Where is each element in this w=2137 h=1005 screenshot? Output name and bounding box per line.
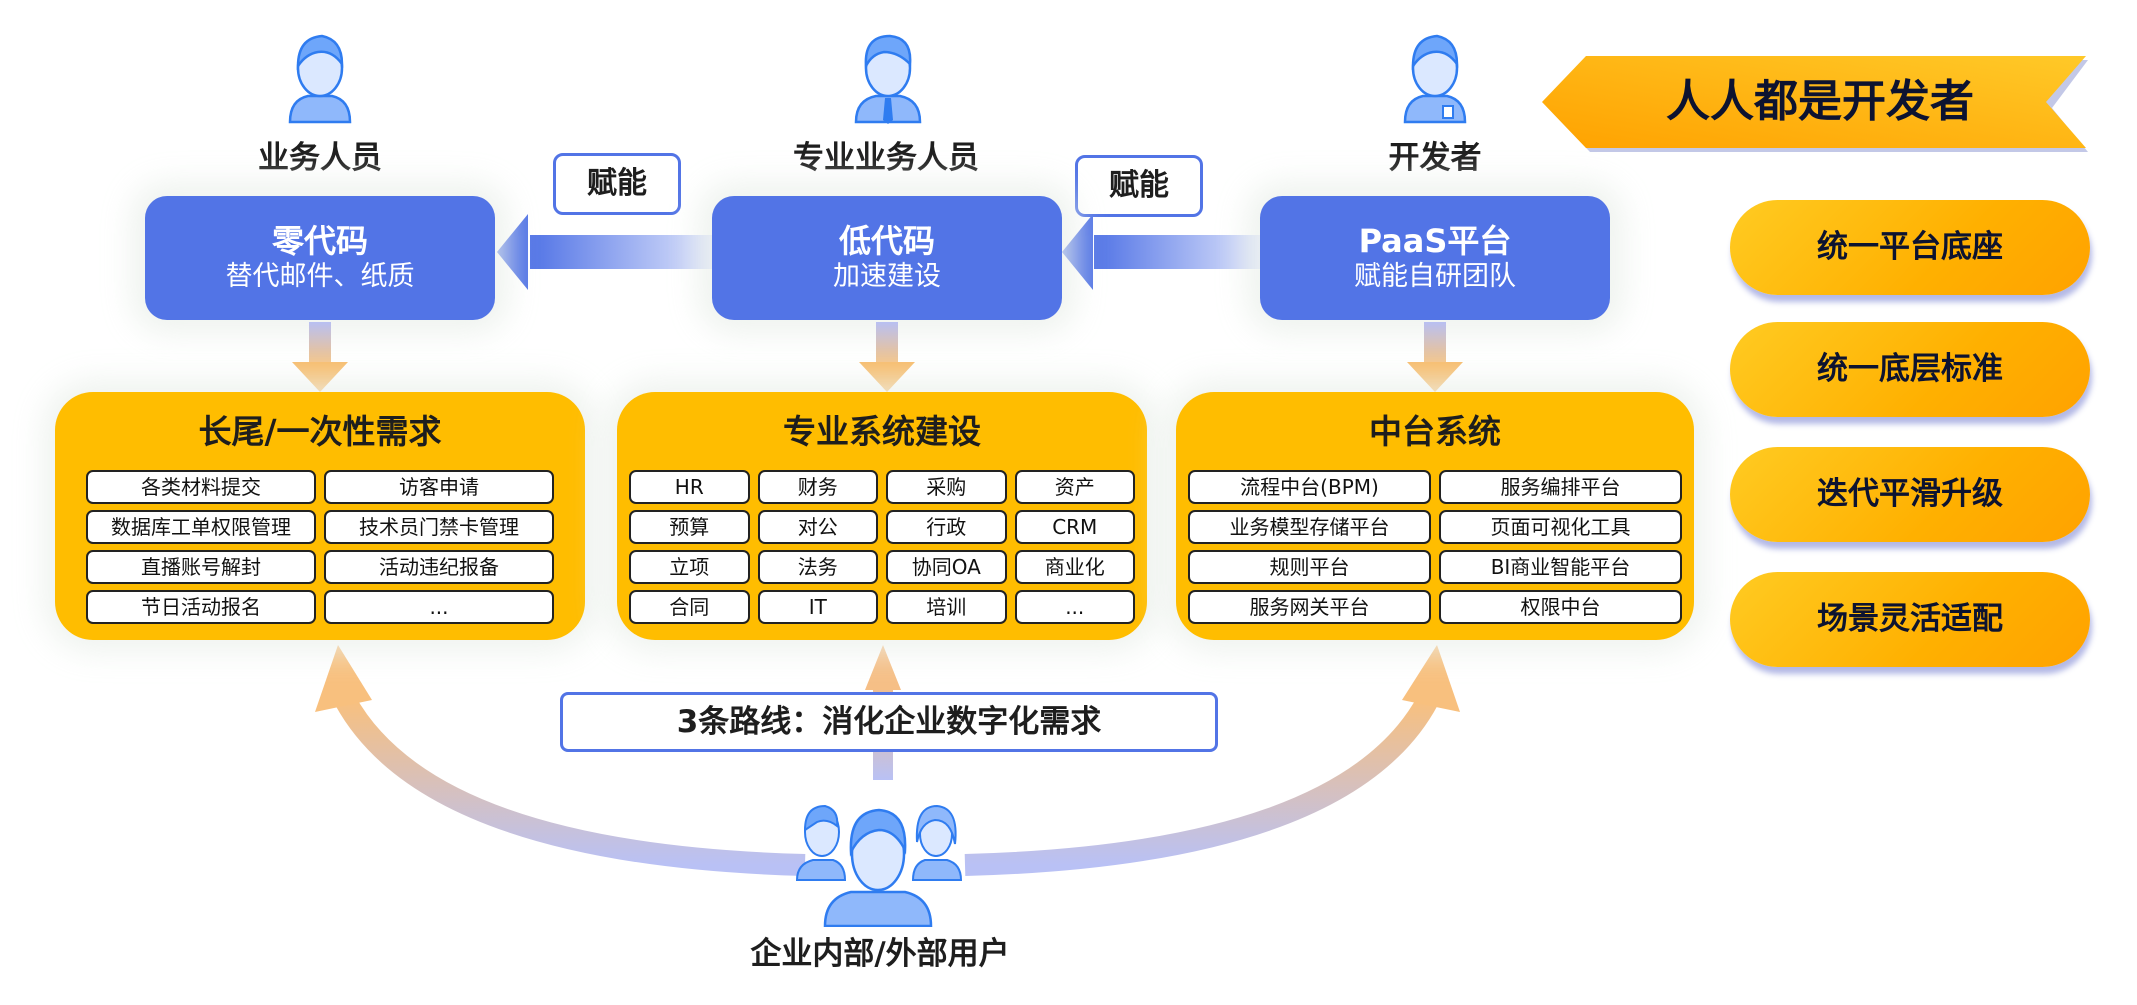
platform-subtitle: 赋能自研团队	[1354, 261, 1516, 292]
scenario-item: 页面可视化工具	[1439, 510, 1682, 544]
empower-arrow-shaft-1	[530, 235, 712, 269]
scenario-item: 预算	[629, 510, 750, 544]
scenario-item: ...	[1014, 590, 1135, 624]
scenario-item: 财务	[757, 470, 878, 504]
professional-person-icon	[854, 34, 922, 124]
scenario-item: 技术员门禁卡管理	[324, 510, 554, 544]
users-label: 企业内部/外部用户	[750, 936, 1010, 972]
banner-ribbon	[1542, 56, 2088, 152]
feature-unified-base: 统一平台底座	[1730, 200, 2090, 295]
down-arrow-1	[292, 322, 348, 392]
empower-label-1: 赋能	[553, 153, 681, 215]
platform-subtitle: 加速建设	[833, 261, 941, 292]
role-label-developer: 开发者	[1388, 140, 1482, 176]
scenario-item: 直播账号解封	[86, 550, 316, 584]
scenario-item: 数据库工单权限管理	[86, 510, 316, 544]
role-label-professional: 专业业务人员	[793, 140, 979, 176]
empower-arrow-shaft-2	[1094, 235, 1260, 269]
platform-low-code: 低代码 加速建设	[712, 196, 1062, 320]
scenario-item: 商业化	[1014, 550, 1135, 584]
platform-subtitle: 替代邮件、纸质	[225, 261, 415, 292]
left-route-arrow	[335, 694, 806, 876]
scenario-item: 采购	[886, 470, 1007, 504]
scenario-item: 协同OA	[886, 550, 1007, 584]
platform-title: 低代码	[838, 222, 935, 260]
users-group	[795, 802, 965, 928]
scenario-item: 节日活动报名	[86, 590, 316, 624]
scenario-item: 规则平台	[1188, 550, 1431, 584]
scenario-title: 专业系统建设	[783, 412, 981, 451]
scenario-item: 服务网关平台	[1188, 590, 1431, 624]
routes-label: 3条路线：消化企业数字化需求	[560, 692, 1218, 752]
scenario-title: 中台系统	[1369, 412, 1501, 451]
empower-arrowhead-2	[1062, 214, 1093, 290]
scenario-item: ...	[324, 590, 554, 624]
platform-title: 零代码	[271, 222, 368, 260]
scenario-item: 各类材料提交	[86, 470, 316, 504]
scenario-item: IT	[757, 590, 878, 624]
scenario-item: 对公	[757, 510, 878, 544]
scenario-item: 服务编排平台	[1439, 470, 1682, 504]
business-person-icon	[288, 34, 352, 124]
scenario-item: 访客申请	[324, 470, 554, 504]
down-arrow-2	[859, 322, 915, 392]
banner: 人人都是开发者	[1540, 52, 2095, 152]
scenario-item: 资产	[1014, 470, 1135, 504]
role-developer	[1385, 30, 1485, 125]
center-route-arrowhead	[865, 645, 901, 690]
scenario-item: CRM	[1014, 510, 1135, 544]
scenario-long-tail: 长尾/一次性需求 各类材料提交访客申请数据库工单权限管理技术员门禁卡管理直播账号…	[55, 392, 585, 640]
role-label-business: 业务人员	[258, 140, 382, 176]
user-group-icon	[795, 804, 963, 928]
scenario-item: BI商业智能平台	[1439, 550, 1682, 584]
down-arrow-3	[1407, 322, 1463, 392]
scenario-item: 培训	[886, 590, 1007, 624]
scenario-item: 流程中台(BPM)	[1188, 470, 1431, 504]
scenario-item: 法务	[757, 550, 878, 584]
feature-smooth-upgrade: 迭代平滑升级	[1730, 447, 2090, 542]
platform-title: PaaS平台	[1358, 222, 1512, 260]
scenario-item: 立项	[629, 550, 750, 584]
scenario-title: 长尾/一次性需求	[198, 412, 442, 451]
scenario-item: 行政	[886, 510, 1007, 544]
right-route-arrow	[964, 694, 1438, 876]
platform-zero-code: 零代码 替代邮件、纸质	[145, 196, 495, 320]
scenario-item: 业务模型存储平台	[1188, 510, 1431, 544]
scenario-item: 活动违纪报备	[324, 550, 554, 584]
role-business	[270, 30, 370, 125]
empower-arrowhead-1	[497, 214, 528, 290]
role-professional	[838, 30, 938, 125]
left-route-arrowhead	[315, 645, 372, 712]
empower-label-2: 赋能	[1075, 155, 1203, 217]
scenario-item: 权限中台	[1439, 590, 1682, 624]
feature-flexible-adaptation: 场景灵活适配	[1730, 572, 2090, 667]
scenario-item: 合同	[629, 590, 750, 624]
feature-unified-standard: 统一底层标准	[1730, 322, 2090, 417]
scenario-item: HR	[629, 470, 750, 504]
platform-paas: PaaS平台 赋能自研团队	[1260, 196, 1610, 320]
developer-person-icon	[1403, 34, 1467, 124]
right-route-arrowhead	[1402, 645, 1460, 712]
scenario-items: 各类材料提交访客申请数据库工单权限管理技术员门禁卡管理直播账号解封活动违纪报备节…	[86, 470, 554, 624]
banner-title: 人人都是开发者	[1666, 76, 1974, 127]
